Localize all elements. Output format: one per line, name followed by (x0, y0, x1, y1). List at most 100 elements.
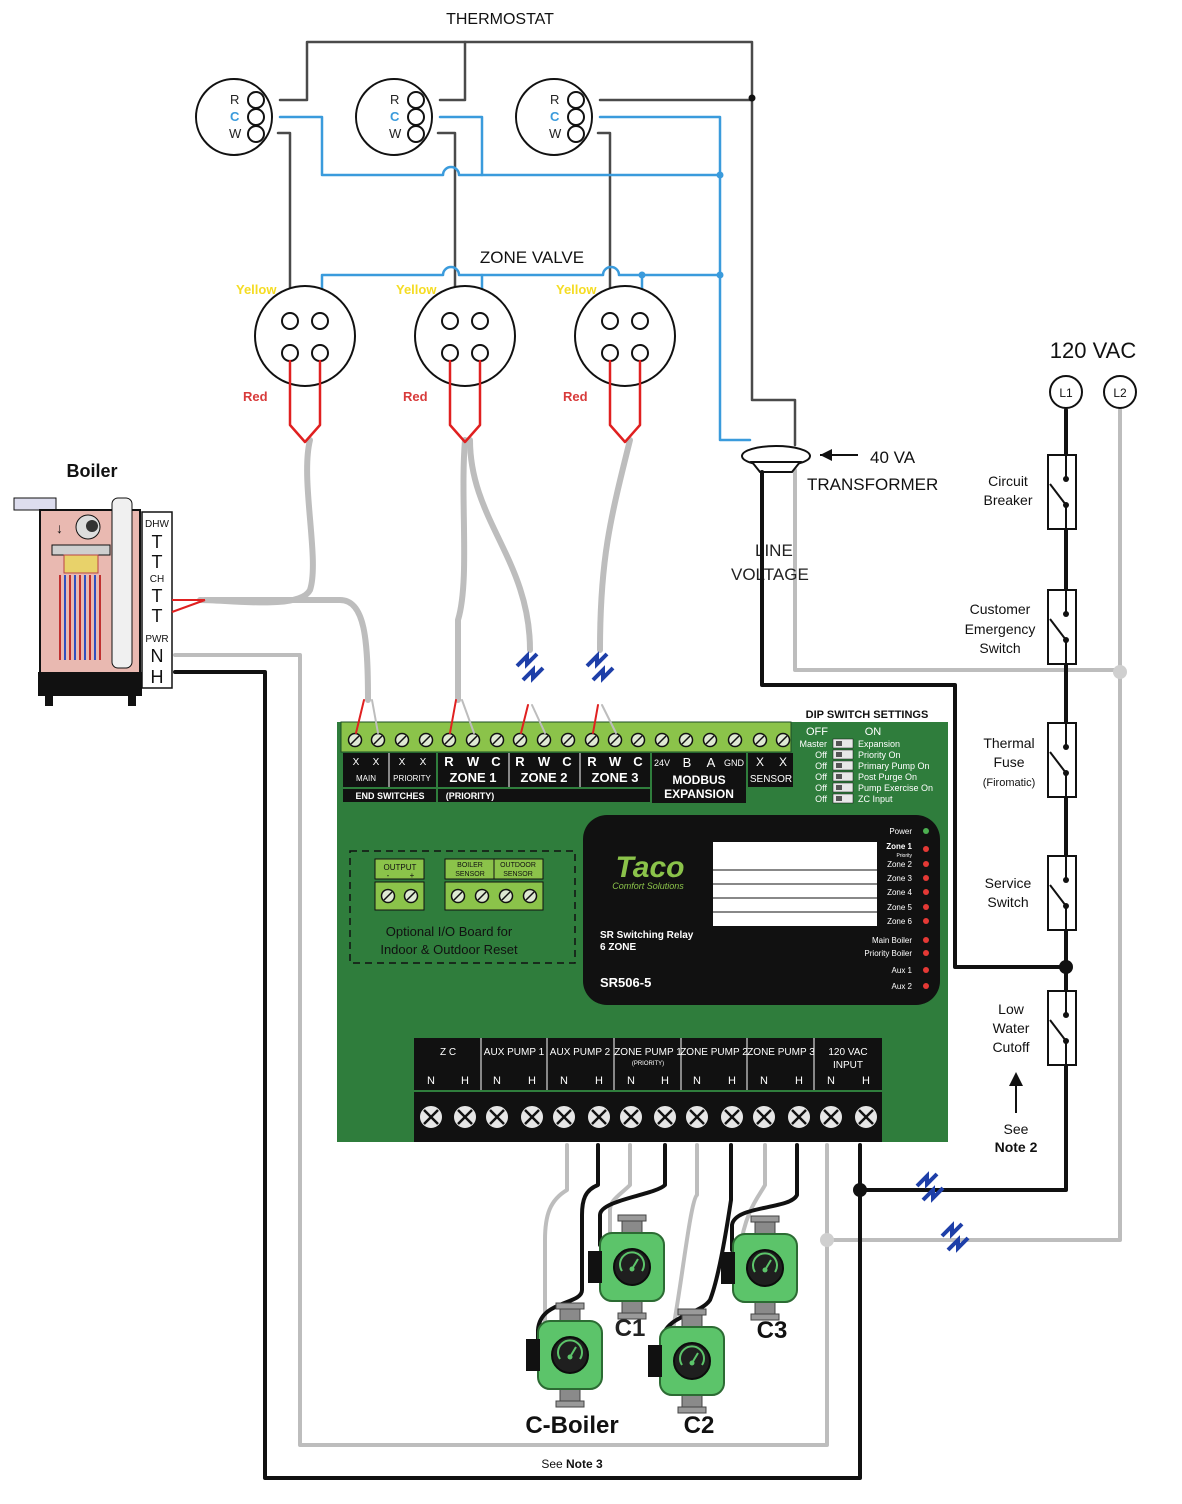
pump-c3: C3 (720, 1215, 798, 1344)
svg-text:AUX PUMP 2: AUX PUMP 2 (550, 1047, 611, 1058)
thermostat-3: R C W (515, 78, 593, 156)
svg-text:C1: C1 (615, 1315, 646, 1342)
svg-text:Expansion: Expansion (858, 739, 900, 749)
line-voltage-2: VOLTAGE (731, 565, 809, 584)
svg-text:N: N (493, 1075, 501, 1087)
svg-text:Power: Power (889, 827, 912, 836)
break-symbol (915, 1172, 945, 1202)
svg-text:N: N (427, 1075, 435, 1087)
svg-text:X: X (353, 757, 360, 768)
switch-service: Service Switch (985, 855, 1077, 931)
switch-circuit-breaker: Circuit Breaker (983, 454, 1077, 530)
svg-text:ZONE PUMP 3: ZONE PUMP 3 (747, 1047, 815, 1058)
zone-valve-1: Yellow Red (236, 282, 356, 444)
svg-text:PRIORITY: PRIORITY (393, 774, 431, 783)
zone-valve-title: ZONE VALVE (480, 248, 584, 267)
terminal-c: C (230, 109, 240, 124)
svg-text:N: N (693, 1075, 701, 1087)
line-wires (173, 408, 1127, 1480)
l1-label: L1 (1059, 386, 1073, 400)
c-wires (278, 94, 756, 442)
terminal-w: W (229, 126, 242, 141)
svg-text:C3: C3 (757, 1317, 788, 1344)
gray-cables (173, 408, 1122, 1447)
switch-thermal-fuse: Thermal Fuse (Firomatic) (983, 722, 1077, 798)
svg-text:ZONE 3: ZONE 3 (592, 770, 639, 785)
pump-c2: C2 (647, 1308, 725, 1439)
svg-text:Switch: Switch (979, 640, 1020, 656)
terminal-w: W (389, 126, 402, 141)
zone-valve-3: Yellow Red (556, 282, 676, 444)
svg-text:H: H (795, 1075, 803, 1087)
svg-text:OUTPUT: OUTPUT (384, 863, 417, 872)
thermostat-wires (276, 40, 797, 447)
optional-io-board: OUTPUT - + BOILER SENSOR OUTDOOR SENSOR … (349, 850, 576, 964)
svg-text:R: R (587, 754, 597, 769)
svg-text:OUTDOOR: OUTDOOR (500, 862, 536, 869)
svg-text:Fuse: Fuse (993, 754, 1024, 770)
svg-text:H: H (862, 1075, 870, 1087)
svg-text:W: W (538, 754, 551, 769)
status-leds (923, 828, 929, 989)
svg-text:Master: Master (799, 739, 827, 749)
switch-low-water-cutoff: Low Water Cutoff (992, 990, 1077, 1066)
break-symbol (940, 1222, 970, 1252)
svg-text:Emergency: Emergency (965, 621, 1036, 637)
power-title: 120 VAC (1050, 338, 1137, 363)
svg-text:Off: Off (815, 761, 827, 771)
svg-text:Water: Water (993, 1020, 1030, 1036)
terminal-r: R (390, 92, 399, 107)
svg-text:Zone 1: Zone 1 (886, 842, 912, 851)
svg-text:Comfort Solutions: Comfort Solutions (612, 881, 684, 891)
svg-text:Service: Service (985, 875, 1032, 891)
svg-text:Priority: Priority (896, 853, 912, 859)
pump-c-boiler: C-Boiler (525, 1302, 619, 1439)
svg-text:W: W (467, 754, 480, 769)
terminal-r: R (230, 92, 239, 107)
svg-text:T: T (152, 532, 163, 552)
svg-text:ZONE PUMP 1: ZONE PUMP 1 (614, 1047, 682, 1058)
svg-text:Switch: Switch (987, 894, 1028, 910)
red-label: Red (403, 389, 428, 404)
svg-text:R: R (444, 754, 454, 769)
svg-text:N: N (827, 1075, 835, 1087)
svg-text:X: X (420, 757, 427, 768)
svg-text:SENSOR: SENSOR (503, 871, 533, 878)
svg-text:B: B (683, 755, 692, 770)
svg-text:DHW: DHW (145, 519, 169, 530)
svg-text:ON: ON (865, 726, 882, 738)
svg-text:Off: Off (815, 783, 827, 793)
svg-text:H: H (461, 1075, 469, 1087)
svg-text:Customer: Customer (970, 601, 1031, 617)
model-number: SR506-5 (600, 975, 651, 990)
svg-text:Post Purge On: Post Purge On (858, 772, 917, 782)
zone-valve-2: Yellow Red (396, 282, 516, 444)
svg-text:C2: C2 (684, 1412, 715, 1439)
svg-text:END SWITCHES: END SWITCHES (355, 791, 424, 801)
svg-text:OFF: OFF (806, 726, 828, 738)
svg-text:Primary Pump On: Primary Pump On (858, 761, 930, 771)
svg-text:Pump Exercise On: Pump Exercise On (858, 783, 933, 793)
break-symbol (515, 652, 545, 682)
switch-customer-emergency: Customer Emergency Switch (965, 589, 1077, 665)
svg-text:Main Boiler: Main Boiler (872, 936, 912, 945)
control-board: X X X X MAIN PRIORITY END SWITCHES R W C… (337, 699, 948, 1142)
svg-text:↓: ↓ (56, 520, 63, 536)
yellow-label: Yellow (556, 282, 597, 297)
svg-text:C: C (491, 754, 501, 769)
svg-text:PWR: PWR (145, 634, 168, 645)
svg-text:Circuit: Circuit (988, 473, 1028, 489)
pump-c1: C1 (587, 1214, 665, 1342)
svg-text:24V: 24V (654, 758, 670, 768)
svg-text:Zone 5: Zone 5 (887, 903, 912, 912)
terminal-w: W (549, 126, 562, 141)
svg-text:INPUT: INPUT (833, 1060, 863, 1071)
svg-text:X: X (756, 755, 764, 769)
svg-text:ZC Input: ZC Input (858, 794, 893, 804)
transformer-label: TRANSFORMER (807, 475, 938, 494)
power-supply: 120 VAC L1 L2 (1049, 338, 1137, 409)
svg-text:H: H (528, 1075, 536, 1087)
svg-text:Breaker: Breaker (983, 492, 1032, 508)
thermostat-1: R C W (195, 78, 273, 156)
svg-text:N: N (560, 1075, 568, 1087)
